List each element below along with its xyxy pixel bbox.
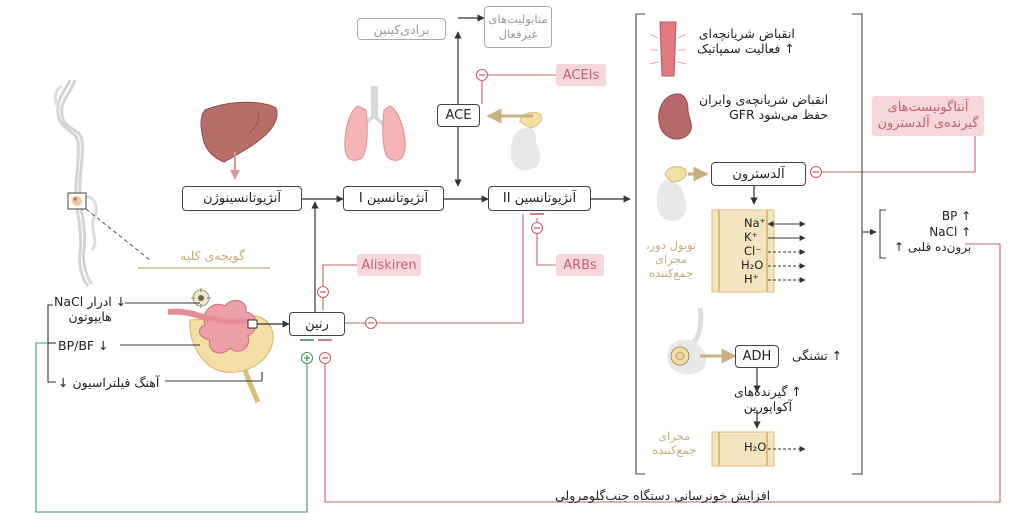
vasoconstriction-label: انقباض شریانچه‌ای ↑ فعالیت سمپاتیک	[697, 26, 795, 56]
aquaporin-label: ↑ گیرنده‌های آکواپورین	[734, 384, 802, 414]
angiotensinogen-box: آنژیوتانسینوژن	[182, 186, 302, 211]
angiotensin-1-box: آنژیوتانسین I	[343, 186, 444, 211]
nephron-illustration	[53, 79, 151, 288]
lungs-illustration	[344, 86, 406, 161]
renin-box: رنین	[289, 312, 345, 336]
ion-h2o: H₂O	[741, 258, 764, 272]
jg-apparatus-illustration	[167, 288, 274, 403]
angiotensin-2-box: آنژیوتانسین II	[488, 186, 591, 211]
ion-arrows	[767, 221, 806, 283]
aldosterone-antagonists-drug: آنتاگونیست‌های گیرنده‌ی آلدسترون	[872, 96, 984, 136]
jg-feedback-label: افزایش خونرسانی دستگاه جنب‌گلومرولی	[555, 488, 771, 503]
arteriole-illustration	[649, 21, 687, 77]
h2o-collecting-label: H₂O	[744, 440, 767, 454]
thirst-label: ↑ تشنگی	[792, 348, 843, 363]
tubule-block	[711, 209, 775, 293]
glomerulus-label: گویچه‌ی کلیه	[180, 248, 245, 263]
adrenal-illustration	[656, 166, 687, 222]
outcomes-label: BP ↑ NaCl ↑ برون‌ده قلبی ↑	[894, 209, 972, 255]
ion-na: Na⁺	[744, 216, 766, 230]
main-pathway-arrows	[302, 14, 631, 312]
arbs-drug: ARBs	[556, 254, 604, 276]
pituitary-illustration	[666, 307, 706, 375]
stimulus-gfr-label: آهنگ فیلتراسیون ↓	[58, 375, 160, 390]
ion-cl: Cl⁻	[744, 244, 762, 258]
aliskiren-drug: Aliskiren	[357, 254, 421, 276]
ion-h: H⁺	[744, 272, 759, 286]
effects-bracket	[635, 13, 886, 475]
ace-box: ACE	[437, 104, 480, 127]
ion-k: K⁺	[744, 230, 758, 244]
adh-box: ADH	[735, 345, 779, 368]
stimulus-bp-bf-label: BP/BF ↓	[58, 338, 109, 353]
efferent-constriction-label: انقباض شریانچه‌ی وابران GFR حفظ می‌شود	[699, 92, 829, 122]
kidney-adrenal-illustration	[510, 111, 543, 171]
inhibit-minus-signs	[320, 74, 819, 359]
aldosterone-box: آلدسترون	[711, 162, 806, 186]
stimulus-nacl-label: NaCl ادرار ↓ هایپوتون	[54, 294, 127, 324]
liver-illustration	[200, 101, 278, 163]
bradykinin-box: برادی‌کینین	[357, 18, 446, 40]
inactive-metabolites-box: متابولیت‌های غیرفعال	[484, 6, 552, 48]
collecting-duct-label: مجرای جمع‌کننده	[652, 429, 697, 457]
stimulation-line	[35, 339, 314, 513]
kidney-illustration	[658, 93, 692, 140]
aceis-drug: ACEIs	[556, 64, 606, 86]
distal-tubule-label: توبول دور، مجرای جمع‌کننده	[646, 238, 697, 280]
